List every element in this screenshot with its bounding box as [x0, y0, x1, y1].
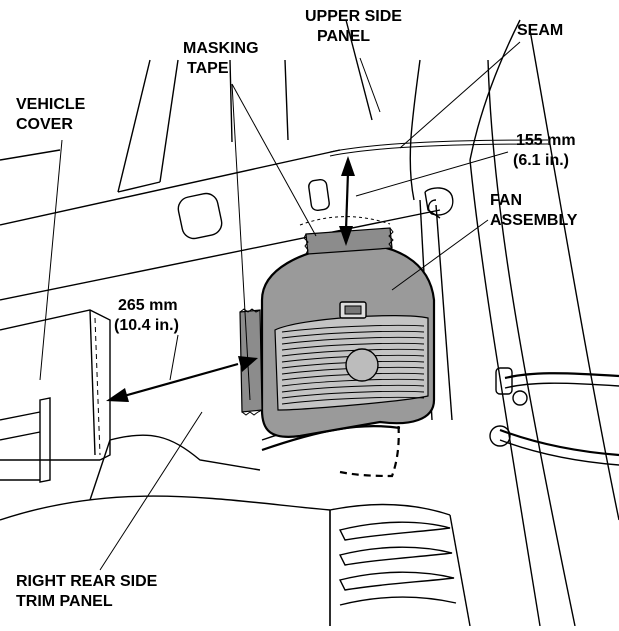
- leader-lines: [39, 41, 521, 571]
- label-fan-assembly-line1: FAN: [490, 192, 522, 209]
- fan-hub: [345, 348, 379, 382]
- label-side-gap-in: (10.4 in.): [114, 317, 179, 334]
- label-upper-gap-in: (6.1 in.): [513, 152, 569, 169]
- fan-grille-slat: [281, 324, 425, 333]
- fan-grille-slat: [281, 342, 425, 351]
- label-right-rear-side-trim-panel: RIGHT REAR SIDE TRIM PANEL: [16, 573, 158, 610]
- fan-grille-slat: [281, 336, 425, 345]
- label-masking-tape: MASKING TAPE: [183, 40, 259, 77]
- label-trim-panel-line1: RIGHT REAR SIDE: [16, 573, 158, 590]
- label-fan-assembly-line2: ASSEMBLY: [490, 212, 578, 229]
- label-vehicle-cover: VEHICLE COVER: [16, 96, 86, 133]
- label-upper-side-panel-line1: UPPER SIDE: [305, 8, 402, 25]
- fan-grille-slat: [281, 378, 425, 387]
- label-upper-side-panel-line2: PANEL: [317, 28, 370, 45]
- label-seam: SEAM: [517, 22, 563, 39]
- label-masking-tape-line2: TAPE: [187, 60, 229, 77]
- dimension-arrow-155mm: [339, 156, 355, 246]
- masking-tape-top: [303, 227, 394, 255]
- fan-grille-slat: [281, 396, 425, 405]
- vehicle-cover-shape: [0, 309, 111, 483]
- label-vehicle-cover-line2: COVER: [16, 116, 73, 133]
- label-upper-side-panel: UPPER SIDE PANEL: [305, 8, 402, 45]
- label-trim-panel-line2: TRIM PANEL: [16, 593, 113, 610]
- wire-harness: [489, 367, 619, 466]
- label-fan-assembly: FAN ASSEMBLY: [490, 192, 578, 229]
- label-upper-gap-mm: 155 mm: [516, 132, 576, 149]
- label-masking-tape-line1: MASKING: [183, 40, 259, 57]
- fan-assembly-shape: [260, 243, 436, 438]
- label-side-gap-mm: 265 mm: [118, 297, 178, 314]
- fan-grille-slat: [281, 390, 425, 399]
- fan-mount-slot: [344, 305, 362, 315]
- label-side-gap: 265 mm (10.4 in.): [114, 297, 179, 334]
- dimension-arrow-265mm: [106, 356, 258, 402]
- label-upper-gap: 155 mm (6.1 in.): [513, 132, 576, 169]
- fan-grille-slat: [281, 384, 425, 393]
- trim-panel-shape: [0, 416, 471, 627]
- fan-grille-slat: [281, 330, 425, 339]
- label-vehicle-cover-line1: VEHICLE: [16, 96, 86, 113]
